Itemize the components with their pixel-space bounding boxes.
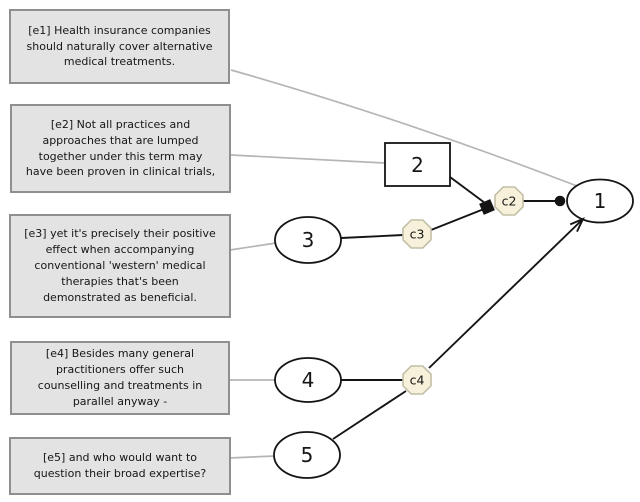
node-4-ellipse[interactable] (274, 357, 342, 403)
square-arrowhead-marker (479, 199, 495, 215)
connector-c4-octagon[interactable] (402, 365, 432, 395)
connector-c4-label: c4 (410, 373, 425, 388)
node-3-ellipse[interactable] (274, 216, 342, 264)
edge-e1-to-node1 (230, 69, 578, 187)
node-1-ellipse[interactable] (566, 178, 634, 224)
statement-box-e1[interactable]: [e1] Health insurance companies should n… (9, 9, 230, 84)
node-5-label: 5 (301, 443, 314, 467)
vee-arrowhead-marker (569, 217, 585, 233)
node-3-label: 3 (302, 228, 315, 252)
edge-node2-to-c2 (449, 176, 490, 207)
edge-node3-to-c3 (340, 234, 404, 239)
edge-e3-to-node3 (229, 242, 277, 251)
edge-e5-to-node5 (228, 455, 276, 459)
edge-c3-to-c2 (430, 206, 490, 231)
edge-node5-to-c4 (332, 390, 407, 440)
connector-c3-octagon[interactable] (402, 219, 432, 249)
edge-c4-to-node1 (428, 218, 584, 369)
node-4-label: 4 (302, 368, 315, 392)
node-2-rectangle[interactable] (384, 142, 451, 187)
edge-e2-to-node2 (230, 154, 386, 164)
connector-c3-label: c3 (410, 227, 425, 242)
connector-c2-label: c2 (502, 194, 517, 209)
statement-box-e2[interactable]: [e2] Not all practices and approaches th… (10, 104, 231, 193)
connector-c2-octagon[interactable] (494, 186, 524, 216)
statement-box-e3[interactable]: [e3] yet it's precisely their positive e… (9, 214, 231, 318)
node-2-label: 2 (411, 153, 424, 177)
statement-box-e5[interactable]: [e5] and who would want to question thei… (9, 437, 231, 495)
node-1-label: 1 (594, 189, 607, 213)
node-5-ellipse[interactable] (273, 431, 341, 479)
dot-arrowhead-marker (554, 195, 566, 207)
statement-box-e4[interactable]: [e4] Besides many general practitioners … (10, 341, 230, 415)
